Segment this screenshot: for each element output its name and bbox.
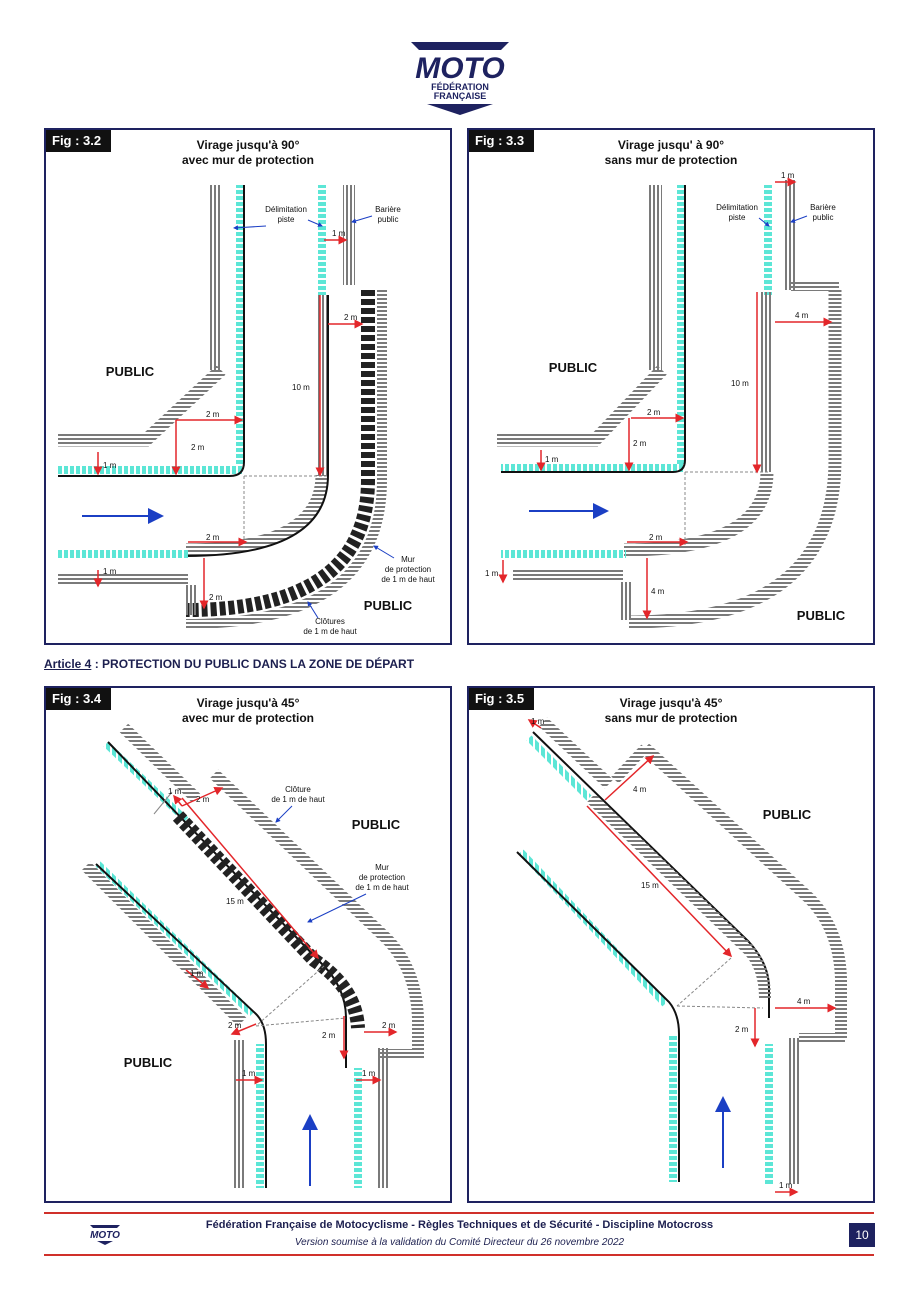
article-heading: Article 4 : PROTECTION DU PUBLIC DANS LA…	[44, 657, 415, 671]
svg-text:15 m: 15 m	[226, 897, 244, 906]
svg-text:piste: piste	[278, 215, 295, 224]
figure-3-3: 1 m 4 m 10 m 2 m 2 m 1 m 2 m 1 m 4 m Dél…	[467, 128, 875, 645]
svg-text:1 m: 1 m	[168, 787, 182, 796]
dim-label: 1 m	[103, 567, 117, 576]
svg-text:2 m: 2 m	[649, 533, 663, 542]
svg-text:Barière: Barière	[810, 203, 836, 212]
svg-text:1 m: 1 m	[531, 717, 545, 726]
svg-text:1 m: 1 m	[362, 1069, 376, 1078]
svg-text:2 m: 2 m	[228, 1021, 242, 1030]
svg-text:2 m: 2 m	[735, 1025, 749, 1034]
fig-label: Fig : 3.4	[46, 688, 112, 710]
svg-text:public: public	[378, 215, 399, 224]
fig-title: Virage jusqu'à 45°sans mur de protection	[604, 696, 738, 725]
figure-3-2: 1 m 2 m 10 m 2 m 2 m 1 m 2 m 1 m 2 m Dél…	[44, 128, 452, 645]
svg-text:PUBLIC: PUBLIC	[352, 817, 401, 832]
dim-label: 2 m	[206, 410, 220, 419]
svg-text:de 1 m de haut: de 1 m de haut	[381, 575, 435, 584]
svg-text:FÉDÉRATION: FÉDÉRATION	[431, 82, 489, 92]
svg-text:public: public	[813, 213, 834, 222]
fig-label: Fig : 3.5	[469, 688, 535, 710]
svg-text:PUBLIC: PUBLIC	[364, 598, 413, 613]
svg-text:15 m: 15 m	[641, 881, 659, 890]
svg-text:Délimitation: Délimitation	[716, 203, 758, 212]
svg-text:piste: piste	[729, 213, 746, 222]
svg-text:PUBLIC: PUBLIC	[797, 608, 846, 623]
svg-text:4 m: 4 m	[797, 997, 811, 1006]
svg-text:2 m: 2 m	[633, 439, 647, 448]
svg-text:1 m: 1 m	[781, 171, 795, 180]
footer-title: Fédération Française de Motocyclisme - R…	[205, 1219, 714, 1231]
dim-label: 2 m	[344, 313, 358, 322]
svg-text:Délimitation: Délimitation	[265, 205, 307, 214]
svg-text:de 1 m de haut: de 1 m de haut	[303, 627, 357, 636]
svg-text:4 m: 4 m	[795, 311, 809, 320]
fig-title: Virage jusqu'à 45°avec mur de protection	[181, 696, 315, 725]
svg-text:de protection: de protection	[359, 873, 405, 882]
figure-3-2-drawing: 1 m 2 m 10 m 2 m 2 m 1 m 2 m 1 m 2 m Dél…	[58, 185, 435, 636]
svg-text:FRANÇAISE: FRANÇAISE	[434, 91, 487, 101]
svg-text:PUBLIC: PUBLIC	[763, 807, 812, 822]
svg-text:2 m: 2 m	[322, 1031, 336, 1040]
dim-label: 1 m	[103, 461, 117, 470]
svg-text:PUBLIC: PUBLIC	[106, 364, 155, 379]
figure-3-4: 1 m 2 m 15 m 1 m 2 m 2 m 2 m 1 m 1 m Clô…	[44, 686, 452, 1203]
ffm-small-logo: MOTO	[90, 1225, 120, 1245]
svg-text:2 m: 2 m	[196, 795, 210, 804]
fig-label: Fig : 3.2	[46, 130, 112, 152]
svg-text:de 1 m de haut: de 1 m de haut	[355, 883, 409, 892]
svg-text:Clôtures: Clôtures	[315, 617, 345, 626]
figure-3-3-drawing: 1 m 4 m 10 m 2 m 2 m 1 m 2 m 1 m 4 m Dél…	[485, 171, 846, 629]
svg-text:MOTO: MOTO	[415, 52, 504, 85]
svg-text:1 m: 1 m	[485, 569, 499, 578]
dim-label: 1 m	[332, 229, 346, 238]
footer-version: Version soumise à la validation du Comit…	[294, 1237, 625, 1248]
svg-text:Mur: Mur	[401, 555, 415, 564]
svg-text:4 m: 4 m	[633, 785, 647, 794]
svg-text:1 m: 1 m	[190, 969, 204, 978]
page-number: 10	[849, 1223, 875, 1247]
svg-text:de protection: de protection	[385, 565, 431, 574]
svg-text:Barière: Barière	[375, 205, 401, 214]
ffm-logo: MOTO FÉDÉRATION FRANÇAISE	[411, 42, 509, 115]
svg-text:4 m: 4 m	[651, 587, 665, 596]
dim-label: 2 m	[209, 593, 223, 602]
svg-text:2 m: 2 m	[382, 1021, 396, 1030]
dim-label: 2 m	[206, 533, 220, 542]
footer-divider-top	[44, 1212, 874, 1214]
figure-3-5: 1 m 4 m 15 m 4 m 2 m 1 m PUBLIC Fig : 3.…	[467, 686, 875, 1203]
svg-text:PUBLIC: PUBLIC	[549, 360, 598, 375]
figure-3-4-drawing: 1 m 2 m 15 m 1 m 2 m 2 m 2 m 1 m 1 m Clô…	[81, 723, 424, 1188]
svg-text:1 m: 1 m	[779, 1181, 793, 1190]
svg-text:de 1 m de haut: de 1 m de haut	[271, 795, 325, 804]
dim-label: 10 m	[292, 383, 310, 392]
fig-title: Virage jusqu'à 90°avec mur de protection	[181, 138, 315, 167]
fig-title: Virage jusqu' à 90°sans mur de protectio…	[604, 138, 738, 167]
svg-text:Clôture: Clôture	[285, 785, 311, 794]
svg-text:2 m: 2 m	[647, 408, 661, 417]
svg-text:MOTO: MOTO	[90, 1230, 120, 1241]
footer-divider-bottom	[44, 1254, 874, 1256]
svg-text:Mur: Mur	[375, 863, 389, 872]
svg-text:10 m: 10 m	[731, 379, 749, 388]
svg-text:PUBLIC: PUBLIC	[124, 1055, 173, 1070]
figure-3-5-drawing: 1 m 4 m 15 m 4 m 2 m 1 m PUBLIC	[516, 717, 847, 1197]
svg-text:1 m: 1 m	[242, 1069, 256, 1078]
svg-text:1 m: 1 m	[545, 455, 559, 464]
fig-label: Fig : 3.3	[469, 130, 535, 152]
dim-label: 2 m	[191, 443, 205, 452]
